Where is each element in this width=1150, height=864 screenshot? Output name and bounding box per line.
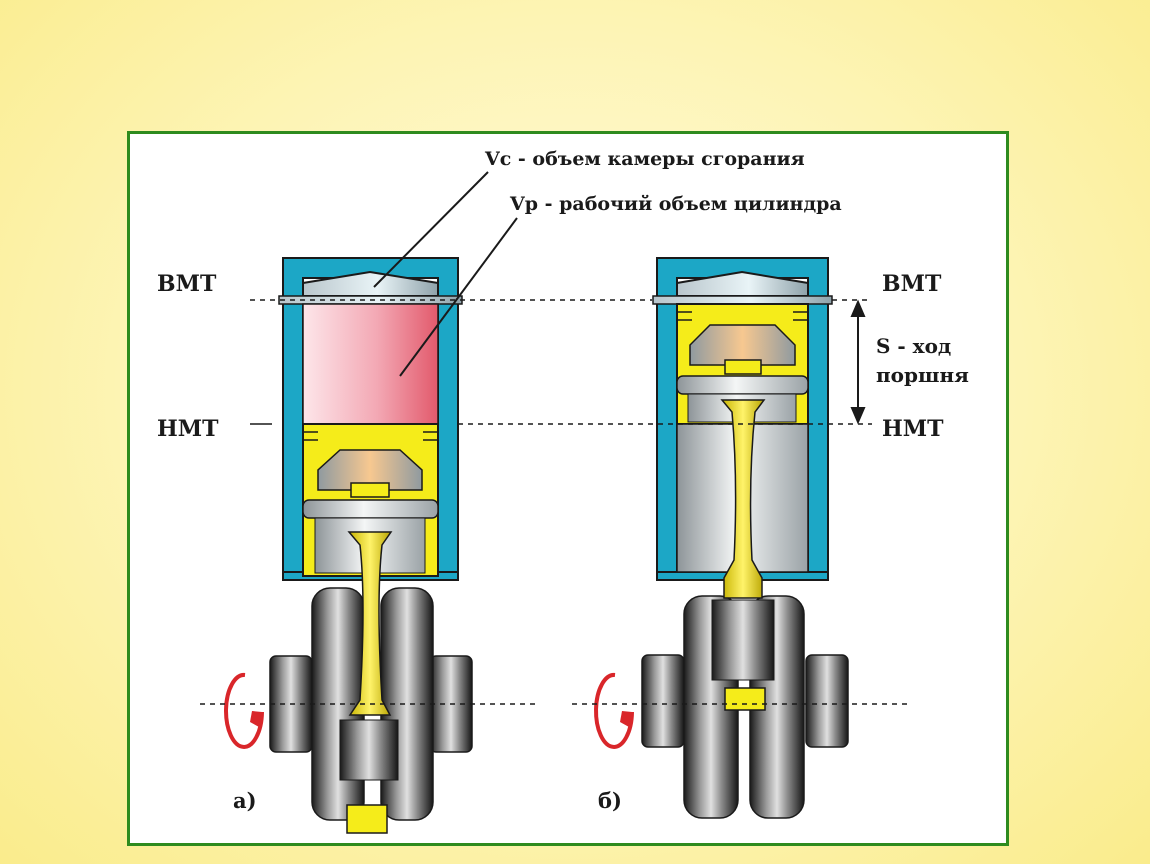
crankshaft-b: [641, 595, 849, 819]
label-nmt-right: НМТ: [882, 416, 944, 442]
rotation-arrow-b: [594, 672, 634, 749]
label-bmt-left: ВМТ: [157, 271, 217, 297]
reference-lines: [200, 299, 912, 705]
label-stroke-line2: поршня: [876, 363, 969, 387]
piston-inner-a: [317, 449, 423, 491]
connecting-rod-a: [347, 531, 393, 716]
working-volume: [302, 303, 439, 425]
piston-pin-a: [302, 499, 439, 519]
caption-a: а): [233, 788, 257, 813]
piston-inner-b: [689, 324, 796, 366]
leader-lines: [373, 171, 518, 377]
label-nmt-left: НМТ: [157, 416, 219, 442]
label-vp: Vp - рабочий объем цилиндра: [509, 193, 842, 215]
piston-pin-b: [676, 375, 809, 395]
caption-b: б): [598, 788, 622, 813]
engine-a: [224, 257, 473, 834]
label-vc: Vc - объем камеры сгорания: [484, 148, 805, 170]
engine-b: [594, 257, 849, 819]
label-bmt-right: ВМТ: [882, 271, 942, 297]
connecting-rod-b: [720, 399, 766, 599]
label-stroke-line1: S - ход: [876, 334, 951, 358]
stroke-dimension: [850, 299, 866, 425]
rotation-arrow-a: [224, 672, 264, 749]
